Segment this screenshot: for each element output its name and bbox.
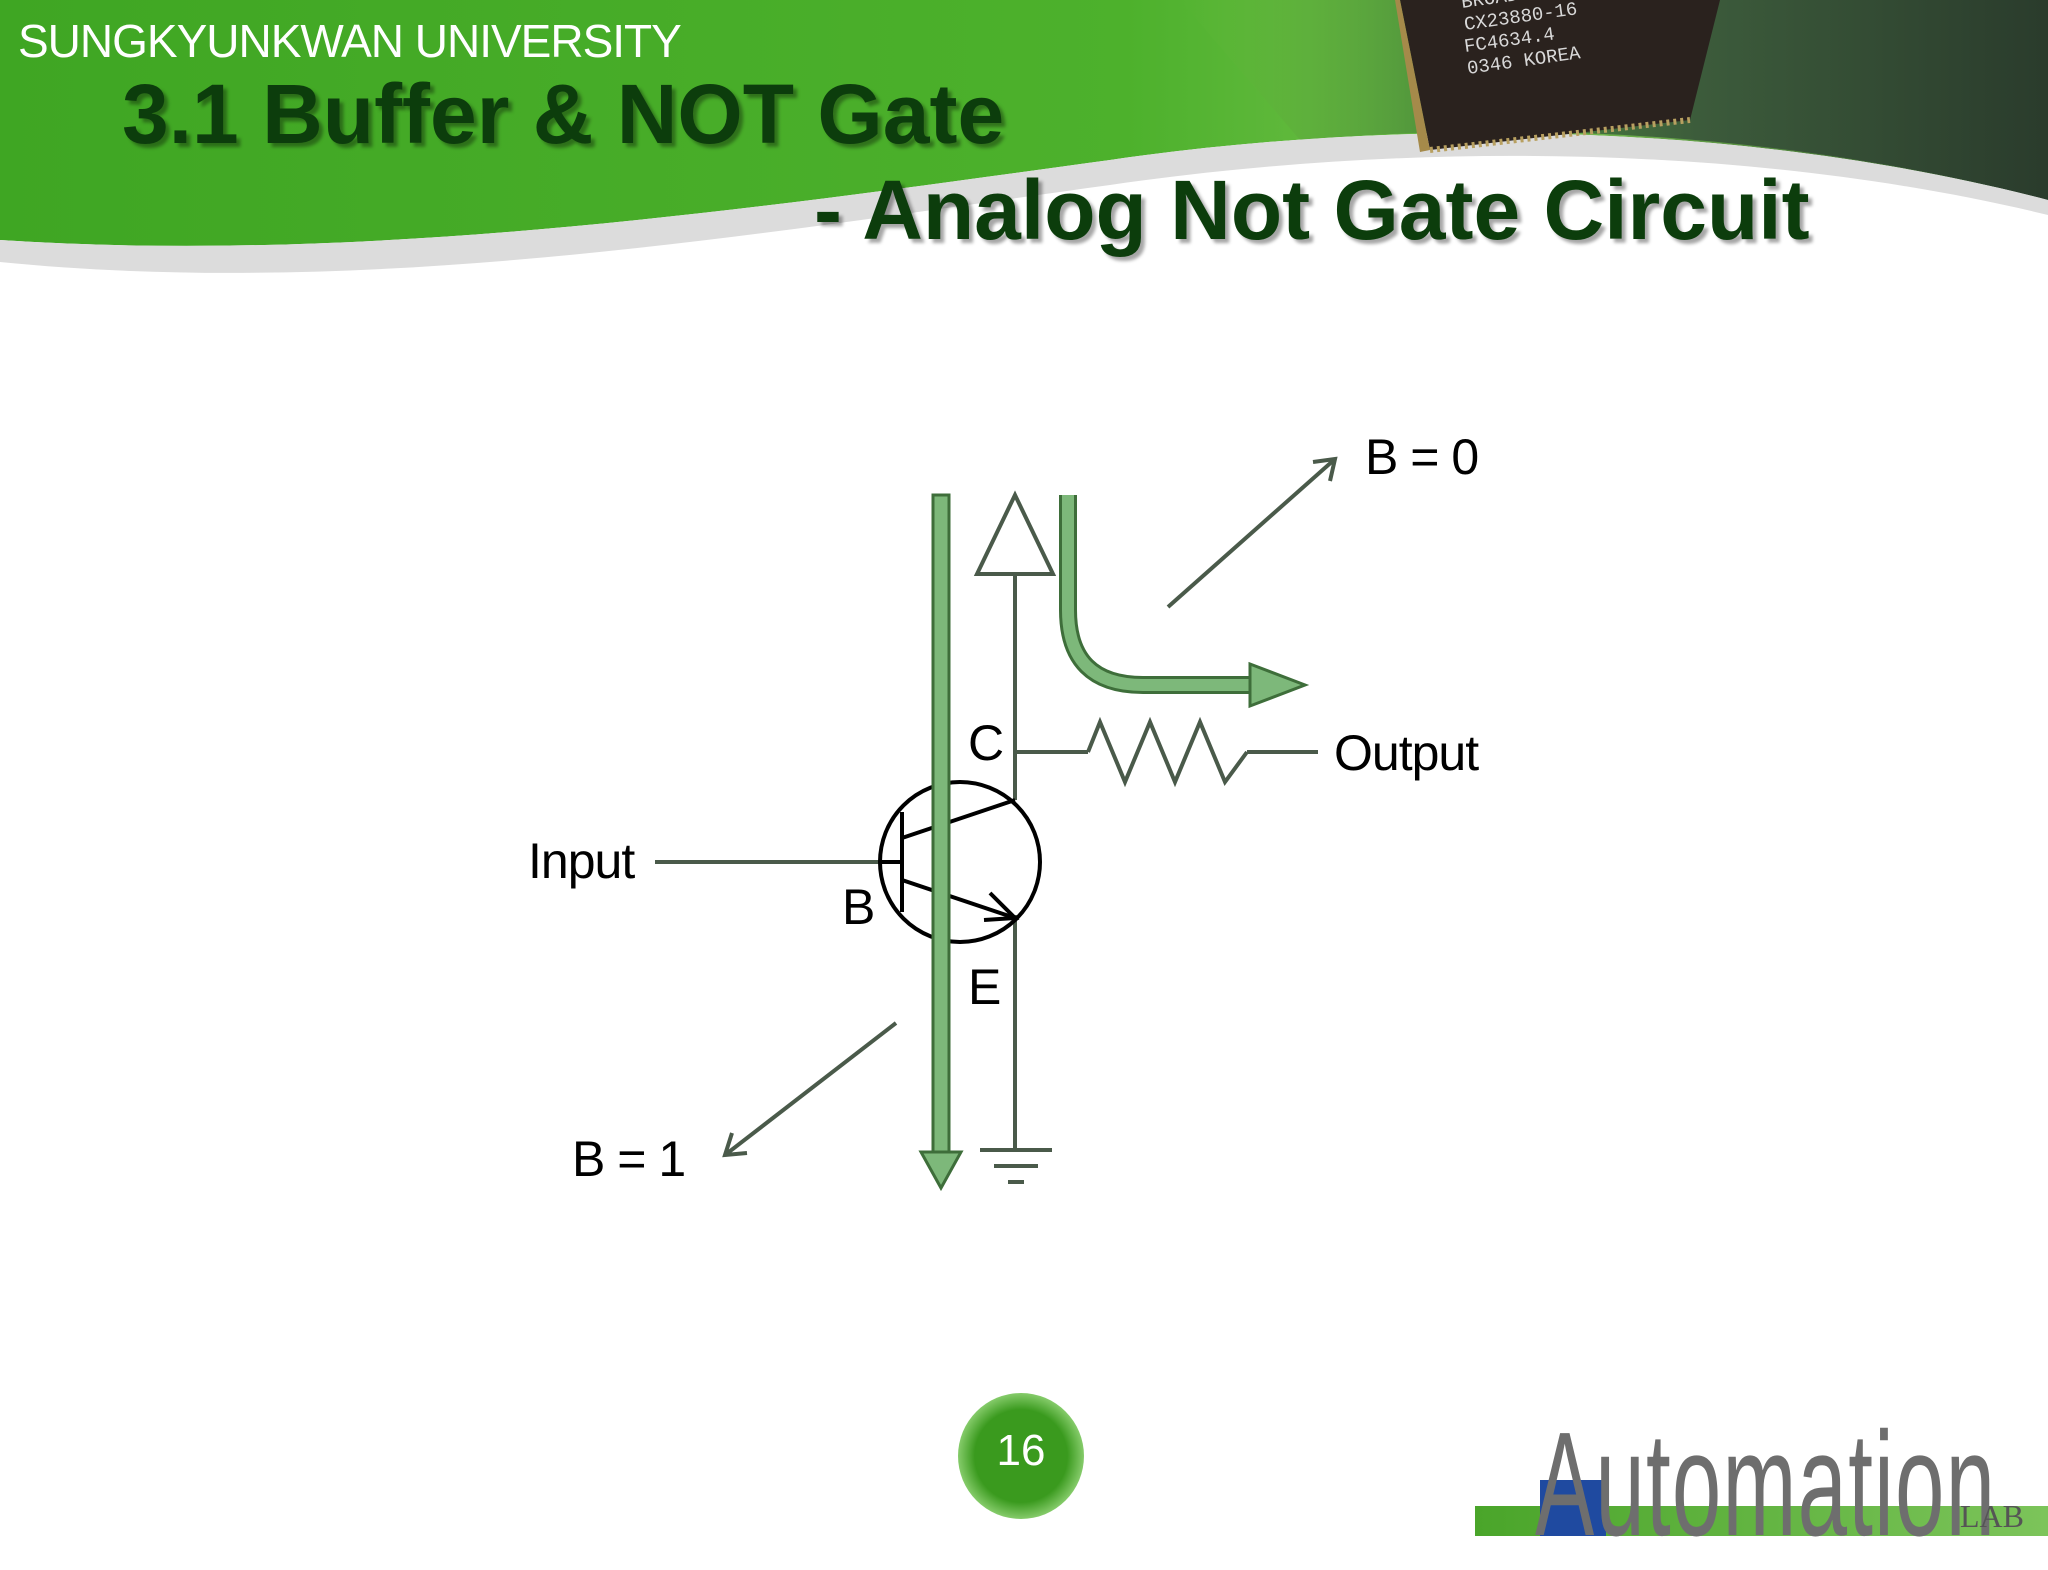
page-number-badge: 16 bbox=[958, 1393, 1084, 1519]
label-output: Output bbox=[1334, 725, 1479, 781]
pointer-arrow-b1 bbox=[722, 1021, 898, 1158]
not-gate-circuit-diagram bbox=[655, 456, 1338, 1192]
label-b-equals-1: B = 1 bbox=[572, 1131, 686, 1187]
label-b-equals-0: B = 0 bbox=[1365, 429, 1479, 485]
label-emitter: E bbox=[968, 959, 1001, 1015]
label-input: Input bbox=[528, 833, 635, 889]
label-collector: C bbox=[968, 715, 1004, 771]
slide-title: 3.1 Buffer & NOT Gate bbox=[122, 67, 1005, 161]
pointer-arrow-b0 bbox=[1166, 456, 1338, 609]
university-name: SUNGKYUNKWAN UNIVERSITY bbox=[18, 15, 682, 67]
npn-transistor bbox=[878, 780, 1042, 944]
logo-accent bbox=[1540, 1480, 1606, 1536]
slide-subtitle: - Analog Not Gate Circuit bbox=[814, 163, 1810, 257]
page-number: 16 bbox=[996, 1426, 1046, 1475]
circuit-wires bbox=[655, 570, 1318, 1150]
logo-lab-suffix: LAB bbox=[1960, 1498, 2024, 1534]
current-arrow-right bbox=[1059, 495, 1310, 709]
ground-symbol bbox=[980, 1148, 1052, 1184]
label-base: B bbox=[842, 879, 875, 935]
automation-lab-logo: Automation bbox=[1535, 1402, 1997, 1567]
vcc-arrow-icon bbox=[973, 490, 1057, 576]
chip-image: CX23880-16 FC4634.4 0346 KOREA BROADCOM bbox=[1395, 0, 1720, 153]
header-banner: CX23880-16 FC4634.4 0346 KOREA BROADCOM bbox=[0, 0, 2048, 273]
current-arrow-down bbox=[918, 493, 964, 1192]
resistor bbox=[1086, 716, 1249, 788]
